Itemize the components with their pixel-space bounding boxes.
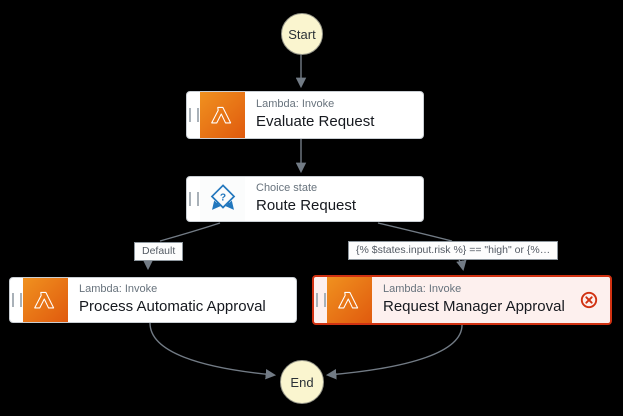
connector-default-label-to-auto (142, 259, 154, 271)
drag-handle-icon (187, 92, 200, 138)
state-text-area: Choice state Route Request (245, 177, 423, 221)
connector-route-to-default-label (159, 222, 221, 242)
state-type-label: Lambda: Invoke (256, 98, 335, 111)
edge-label-default: Default (134, 242, 184, 261)
state-name: Request Manager Approval (383, 298, 565, 315)
drag-handle-icon (314, 277, 327, 323)
state-evaluate-request[interactable]: Lambda: Invoke Evaluate Request (186, 91, 424, 139)
end-node-label: End (290, 374, 314, 390)
lambda-icon (200, 92, 245, 138)
connector-condition-label-to-manager (456, 259, 467, 272)
error-icon (580, 291, 598, 309)
state-request-manager-approval[interactable]: Lambda: Invoke Request Manager Approval (312, 275, 612, 325)
state-text-area: Lambda: Invoke Request Manager Approval (372, 277, 574, 323)
state-process-automatic-approval[interactable]: Lambda: Invoke Process Automatic Approva… (9, 277, 297, 323)
svg-text:?: ? (219, 192, 225, 203)
lambda-icon (327, 277, 372, 323)
start-node[interactable]: Start (281, 13, 323, 55)
state-route-request[interactable]: ? Choice state Route Request (186, 176, 424, 222)
connector-manager-to-end (325, 324, 463, 380)
state-name: Evaluate Request (256, 113, 375, 130)
state-text-area: Lambda: Invoke Process Automatic Approva… (68, 278, 296, 322)
state-name: Process Automatic Approval (79, 298, 266, 315)
start-node-label: Start (288, 26, 316, 42)
drag-handle-icon (187, 177, 200, 221)
drag-handle-icon (10, 278, 23, 322)
edge-label-risk-condition: {% $states.input.risk %} == "high" or {%… (348, 241, 559, 260)
lambda-icon (23, 278, 68, 322)
end-node[interactable]: End (280, 360, 324, 404)
state-type-label: Choice state (256, 182, 318, 195)
choice-icon: ? (200, 177, 245, 221)
state-type-label: Lambda: Invoke (79, 283, 158, 296)
connector-auto-to-end (149, 322, 277, 380)
connector-route-to-condition-label (377, 222, 453, 242)
state-text-area: Lambda: Invoke Evaluate Request (245, 92, 423, 138)
state-name: Route Request (256, 197, 357, 214)
state-type-label: Lambda: Invoke (383, 283, 462, 296)
